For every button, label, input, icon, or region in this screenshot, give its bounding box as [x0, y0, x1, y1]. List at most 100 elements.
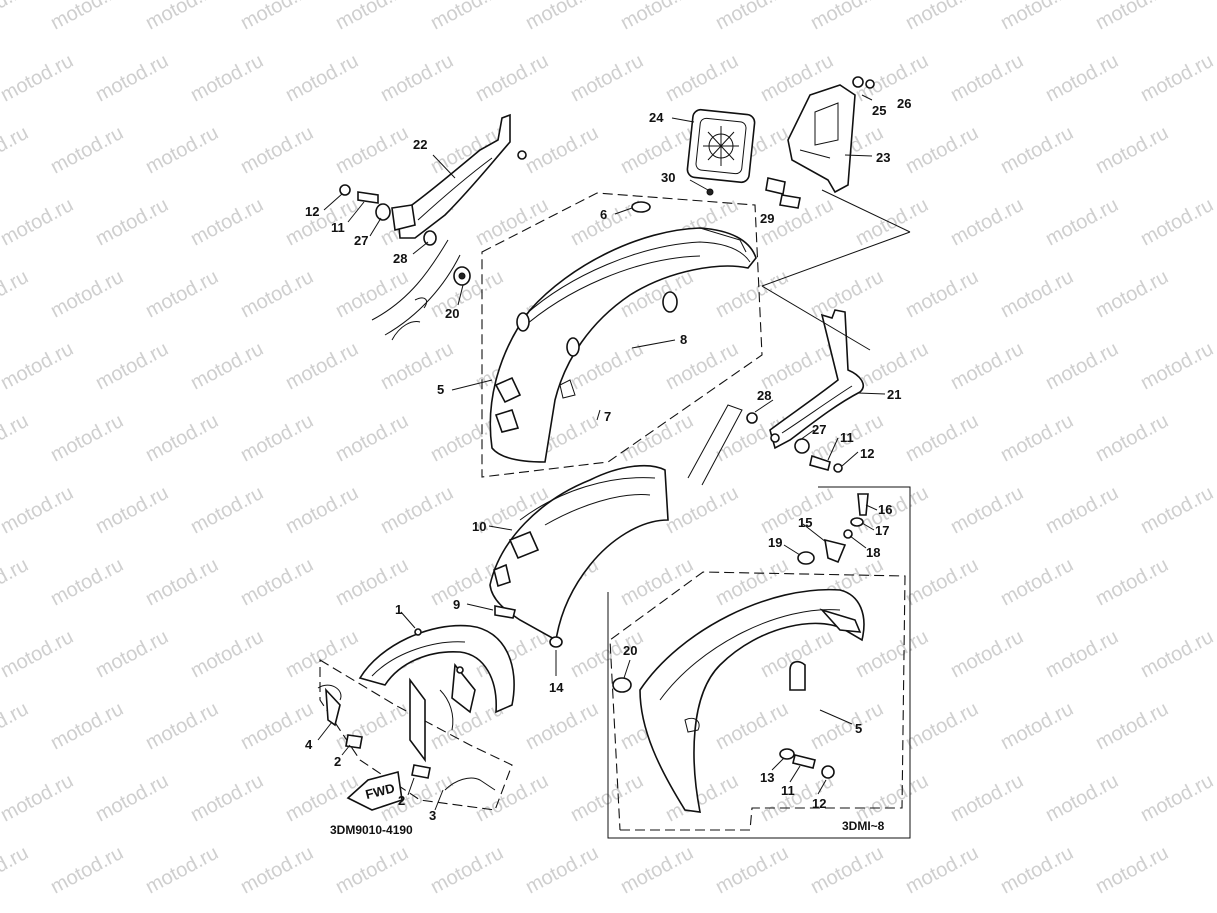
callout-17: 17: [875, 523, 889, 538]
callout-24: 24: [649, 110, 664, 125]
watermark-text: motod.ru: [47, 842, 127, 898]
callout-5: 5: [855, 721, 862, 736]
callout-12: 12: [812, 796, 826, 811]
watermark-text: motod.ru: [187, 770, 267, 826]
callout-10: 10: [472, 519, 486, 534]
watermark-text: motod.ru: [522, 698, 602, 754]
watermark-text: motod.ru: [852, 50, 932, 106]
watermark-text: motod.ru: [92, 626, 172, 682]
watermark-text: motod.ru: [947, 770, 1027, 826]
watermark-text: motod.ru: [377, 50, 457, 106]
watermark-text: motod.ru: [47, 410, 127, 466]
watermark-text: motod.ru: [1042, 338, 1122, 394]
variant-code: 3DMI~8: [842, 819, 885, 833]
watermark-text: motod.ru: [142, 122, 222, 178]
callout-4: 4: [305, 737, 313, 752]
watermark-text: motod.ru: [187, 482, 267, 538]
watermark-text: motod.ru: [0, 50, 77, 106]
callout-11: 11: [840, 430, 854, 445]
callouts: 1 2 2 3 4 5 5 6 7 8 9 10 11 11 11 12 12 …: [305, 96, 911, 823]
watermark-text: motod.ru: [0, 194, 77, 250]
watermark-text: motod.ru: [332, 122, 412, 178]
watermark-text: motod.ru: [1042, 770, 1122, 826]
watermark-text: motod.ru: [1092, 410, 1172, 466]
watermark-text: motod.ru: [617, 122, 697, 178]
watermark-text: motod.ru: [332, 0, 412, 34]
leader-lines: [317, 94, 911, 811]
callout-15: 15: [798, 515, 812, 530]
rear-fender-dashed-box: [481, 192, 763, 478]
callout-8: 8: [680, 332, 687, 347]
callout-13: 13: [760, 770, 774, 785]
watermark-text: motod.ru: [997, 266, 1077, 322]
watermark-text: motod.ru: [947, 338, 1027, 394]
callout-20: 20: [623, 643, 637, 658]
watermark-text: motod.ru: [947, 626, 1027, 682]
watermark-text: motod.ru: [377, 482, 457, 538]
watermark-text: motod.ru: [712, 698, 792, 754]
watermark-text: motod.ru: [237, 0, 317, 34]
watermark-text: motod.ru: [712, 266, 792, 322]
watermark-text: motod.ru: [997, 554, 1077, 610]
callout-12: 12: [305, 204, 319, 219]
watermark-text: motod.ru: [0, 410, 32, 466]
watermark-text: motod.ru: [902, 0, 982, 34]
watermark-text: motod.ru: [522, 0, 602, 34]
watermark-text: motod.ru: [1092, 698, 1172, 754]
callout-16: 16: [878, 502, 892, 517]
fwd-label: FWD: [364, 780, 396, 802]
watermark-text: motod.ru: [852, 194, 932, 250]
watermark-text: motod.ru: [472, 50, 552, 106]
watermark-text: motod.ru: [92, 50, 172, 106]
watermark-text: motod.ru: [662, 338, 742, 394]
callout-18: 18: [866, 545, 880, 560]
watermark-text: motod.ru: [0, 482, 77, 538]
watermark-text: motod.ru: [1137, 626, 1217, 682]
watermark-text: motod.ru: [1137, 194, 1217, 250]
watermark-text: motod.ru: [92, 482, 172, 538]
watermark-text: motod.ru: [142, 698, 222, 754]
watermark-text: motod.ru: [997, 122, 1077, 178]
watermark-text: motod.ru: [947, 194, 1027, 250]
watermark-text: motod.ru: [712, 842, 792, 898]
watermark-text: motod.ru: [282, 50, 362, 106]
watermark-text: motod.ru: [1092, 0, 1172, 34]
callout-9: 9: [453, 597, 460, 612]
watermark-text: motod.ru: [427, 0, 507, 34]
callout-28: 28: [393, 251, 407, 266]
watermark-text: motod.ru: [92, 770, 172, 826]
watermark-text: motod.ru: [282, 482, 362, 538]
callout-2: 2: [334, 754, 341, 769]
callout-11: 11: [781, 783, 795, 798]
watermark-text: motod.ru: [522, 842, 602, 898]
watermark-text: motod.ru: [0, 770, 77, 826]
watermark-text: motod.ru: [47, 0, 127, 34]
callout-28: 28: [757, 388, 771, 403]
watermark-text: motod.ru: [282, 338, 362, 394]
watermark-text: motod.ru: [1092, 122, 1172, 178]
watermark-text: motod.ru: [47, 266, 127, 322]
watermark-text: motod.ru: [1042, 482, 1122, 538]
watermark-text: motod.ru: [187, 194, 267, 250]
hardware: [317, 76, 875, 791]
watermark-text: motod.ru: [852, 770, 932, 826]
watermark-text: motod.ru: [472, 770, 552, 826]
watermark-text: motod.ru: [1042, 50, 1122, 106]
callout-26: 26: [897, 96, 911, 111]
callout-11: 11: [331, 220, 345, 235]
watermark-text: motod.ru: [92, 338, 172, 394]
watermark-text: motod.ru: [807, 842, 887, 898]
callout-2: 2: [398, 793, 405, 808]
watermark-text: motod.ru: [332, 842, 412, 898]
front-fender: [358, 624, 515, 763]
watermark-text: motod.ru: [997, 0, 1077, 34]
callout-25: 25: [872, 103, 886, 118]
watermark-text: motod.ru: [0, 626, 77, 682]
watermark-text: motod.ru: [237, 266, 317, 322]
watermark-text: motod.ru: [0, 698, 32, 754]
frame-tube: [371, 239, 743, 486]
watermark-text: motod.ru: [427, 842, 507, 898]
watermark-text: motod.ru: [47, 554, 127, 610]
watermark-text: motod.ru: [0, 338, 77, 394]
watermark-text: motod.ru: [142, 410, 222, 466]
